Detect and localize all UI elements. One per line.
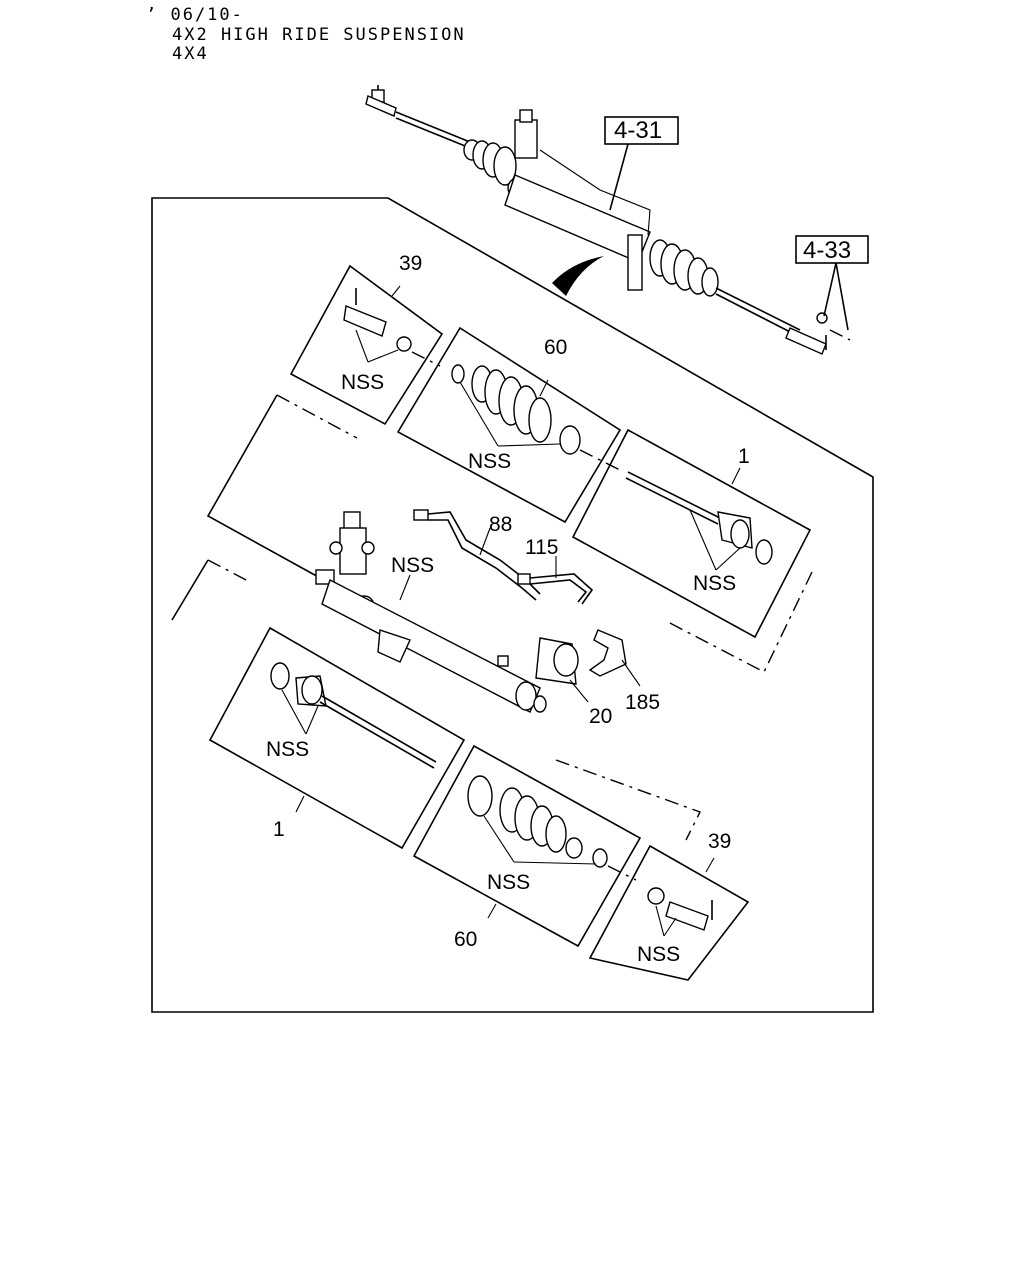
gear-housing: [315, 511, 547, 713]
group-boot-top: [396, 326, 622, 524]
group-inner-rod-right: [571, 428, 812, 639]
bracket-185: [588, 629, 641, 687]
assembled-steering-rack: [365, 85, 851, 355]
callout-115[interactable]: 115: [525, 536, 558, 559]
callout-39-bottom[interactable]: 39: [708, 830, 731, 853]
nss-label-60-bottom: NSS: [487, 871, 530, 894]
callout-1-right[interactable]: 1: [738, 445, 750, 468]
nss-label-1-right: NSS: [693, 572, 736, 595]
nss-label-gear: NSS: [391, 554, 434, 577]
callout-39-top[interactable]: 39: [399, 252, 422, 275]
callout-20[interactable]: 20: [589, 705, 612, 728]
ref-box-4-31[interactable]: [604, 116, 679, 145]
exploded-view-frame: [151, 197, 874, 1013]
group-tie-rod-end-top: [289, 264, 444, 426]
header-suspension: 4X2 HIGH RIDE SUSPENSION: [172, 25, 466, 45]
group-inner-rod-left: [208, 626, 466, 850]
nss-label-60-top: NSS: [468, 450, 511, 473]
ref-box-4-33[interactable]: [795, 235, 869, 264]
callout-60-top[interactable]: 60: [544, 336, 567, 359]
group-tie-rod-end-bottom: [588, 844, 750, 981]
ref-4-31-label: 4-31: [614, 117, 662, 144]
nss-label-1-left: NSS: [266, 738, 309, 761]
mount-20: [535, 637, 589, 703]
header-date-range: ’ 06/10-: [146, 5, 244, 25]
explode-arrow-icon: [552, 256, 604, 296]
nss-label-39-bottom: NSS: [637, 943, 680, 966]
callout-1-left[interactable]: 1: [273, 818, 285, 841]
ref-4-33-label: 4-33: [803, 237, 851, 264]
nss-label-39-top: NSS: [341, 371, 384, 394]
pipe-115: [517, 556, 594, 605]
callout-60-bottom[interactable]: 60: [454, 928, 477, 951]
header-drive: 4X4: [172, 44, 209, 64]
callout-185[interactable]: 185: [625, 691, 660, 714]
callout-88[interactable]: 88: [489, 513, 512, 536]
group-boot-bottom: [412, 744, 642, 948]
